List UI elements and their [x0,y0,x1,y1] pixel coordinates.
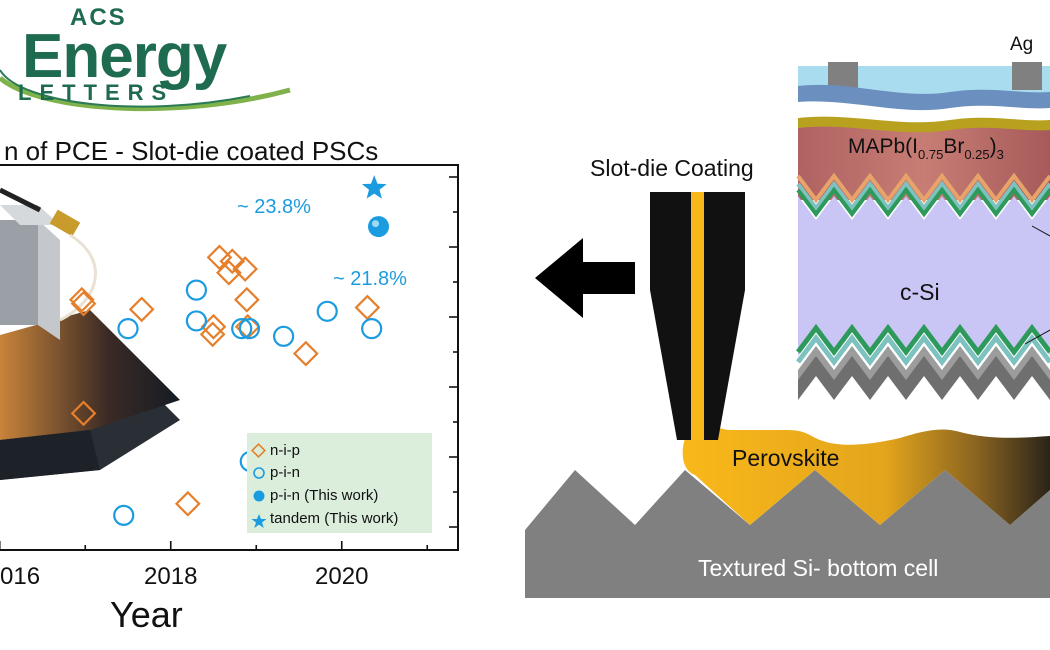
tandem-point [361,175,387,199]
absorber-br: Br [943,135,964,158]
pin-point [185,279,207,301]
legend-markers [251,443,267,528]
logo-acs: ACS [70,4,127,31]
pin-point [117,318,139,340]
nip-point [128,296,155,323]
nip-point [199,321,226,348]
nip-point [216,259,242,286]
x-tick-label: 2018 [144,563,197,590]
absorber-sub-br: 0.25 [964,147,989,162]
chart-marks [68,175,390,526]
device-diagram: Textured Si- bottom cell Perovskite Slot… [525,34,1050,598]
x-tick-label: 2020 [315,563,368,590]
pin-point [231,318,253,340]
pin-point [113,504,135,526]
nip-point [206,244,233,271]
chart-axes: 016 2018 2020 [0,164,459,590]
legend-label-tandem: tandem (This work) [270,510,399,527]
slot-die-head [650,192,745,442]
nip-point [292,340,319,367]
pin-point [316,300,338,322]
pin-this-work-highlight [372,220,380,228]
absorber-sub-3: 3 [997,147,1004,162]
chart-legend: n-i-p p-i-n p-i-n (This work) tandem (Th… [247,433,432,533]
textured-si-substrate [525,470,1050,598]
logo-energy: Energy [22,22,227,91]
absorber-formula: MAPb(I0.75Br0.25)3 [848,135,1004,162]
nip-point [70,400,97,427]
perovskite-label: Perovskite [732,445,839,471]
nip-point [70,290,97,317]
plot-frame [0,164,459,551]
nip-point [68,286,95,313]
legend-filled-circle-icon [253,490,265,502]
nip-point [354,294,381,321]
chart-title: n of PCE - Slot-die coated PSCs [4,136,379,166]
tandem-stack [796,62,1050,400]
logo-letters: LETTERS [18,80,175,105]
annotation-pin: ~ 21.8% [333,268,407,290]
absorber-close: ) [990,135,997,158]
annotation-tandem: ~ 23.8% [237,196,311,218]
chart-annotations: ~ 23.8% ~ 21.8% [237,196,407,290]
logo-swoosh-icon [0,69,291,112]
legend-label-nip: n-i-p [270,442,301,459]
legend-circle-icon [253,467,265,479]
process-label: Slot-die Coating [590,155,754,181]
substrate-label: Textured Si- bottom cell [698,555,938,581]
pin-point [273,325,295,347]
pin-point [361,318,383,340]
nip-point [200,313,227,340]
absorber-base: MAPb(I [848,135,918,158]
nip-point [233,286,260,313]
legend-star-icon [251,514,267,528]
ag-contact-right [1012,62,1042,90]
legend-label-pin-this-work: p-i-n (This work) [270,487,379,504]
nip-point [174,490,201,517]
nip-point [219,248,246,275]
x-tick-label: 016 [0,563,40,590]
legend-label-pin: p-i-n [270,464,301,481]
direction-arrow-icon [535,238,635,318]
absorber-sub-i: 0.75 [918,147,943,162]
coater-inset-illustration [0,187,180,480]
legend-diamond-icon [251,443,266,458]
pin-point [238,318,261,340]
x-axis-label: Year [110,594,183,635]
pin-point [185,310,207,332]
ag-label: Ag [1010,34,1033,55]
perovskite-film [682,426,1050,525]
scatter-chart: 016 2018 2020 [0,164,459,590]
silicon-label: c-Si [900,279,940,305]
